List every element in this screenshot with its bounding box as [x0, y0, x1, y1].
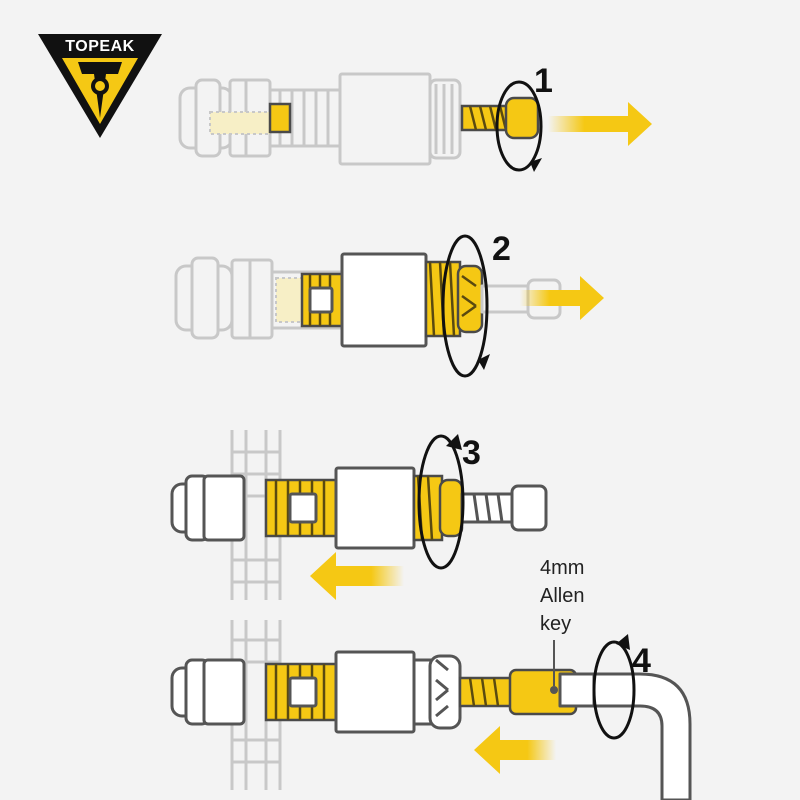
direction-arrow-icon [474, 726, 556, 774]
rotate-arrow-icon [417, 434, 465, 570]
step-1-number: 1 [534, 62, 553, 100]
step-2-number: 2 [492, 230, 511, 268]
step-4-illustration: 4 4mm Allen key [170, 557, 692, 800]
step-4-number: 4 [632, 642, 651, 680]
topeak-logo-icon: TOPEAK [38, 34, 162, 138]
direction-arrow-icon [520, 276, 604, 320]
logo-text: TOPEAK [65, 38, 134, 55]
rotate-arrow-icon [592, 640, 636, 740]
step-3-illustration: 3 [170, 430, 548, 600]
step-1-illustration: 1 [178, 62, 652, 172]
rotate-arrow-icon [495, 80, 543, 172]
rotate-arrow-icon [441, 234, 489, 378]
direction-arrow-icon [548, 102, 652, 146]
tool-label-line2: Allen [540, 585, 584, 607]
direction-arrow-icon [310, 552, 404, 600]
step-3-number: 3 [462, 434, 481, 472]
tool-label-line1: 4mm [540, 557, 584, 579]
tool-label-line3: key [540, 613, 571, 635]
step-2-illustration: 2 [174, 230, 604, 378]
